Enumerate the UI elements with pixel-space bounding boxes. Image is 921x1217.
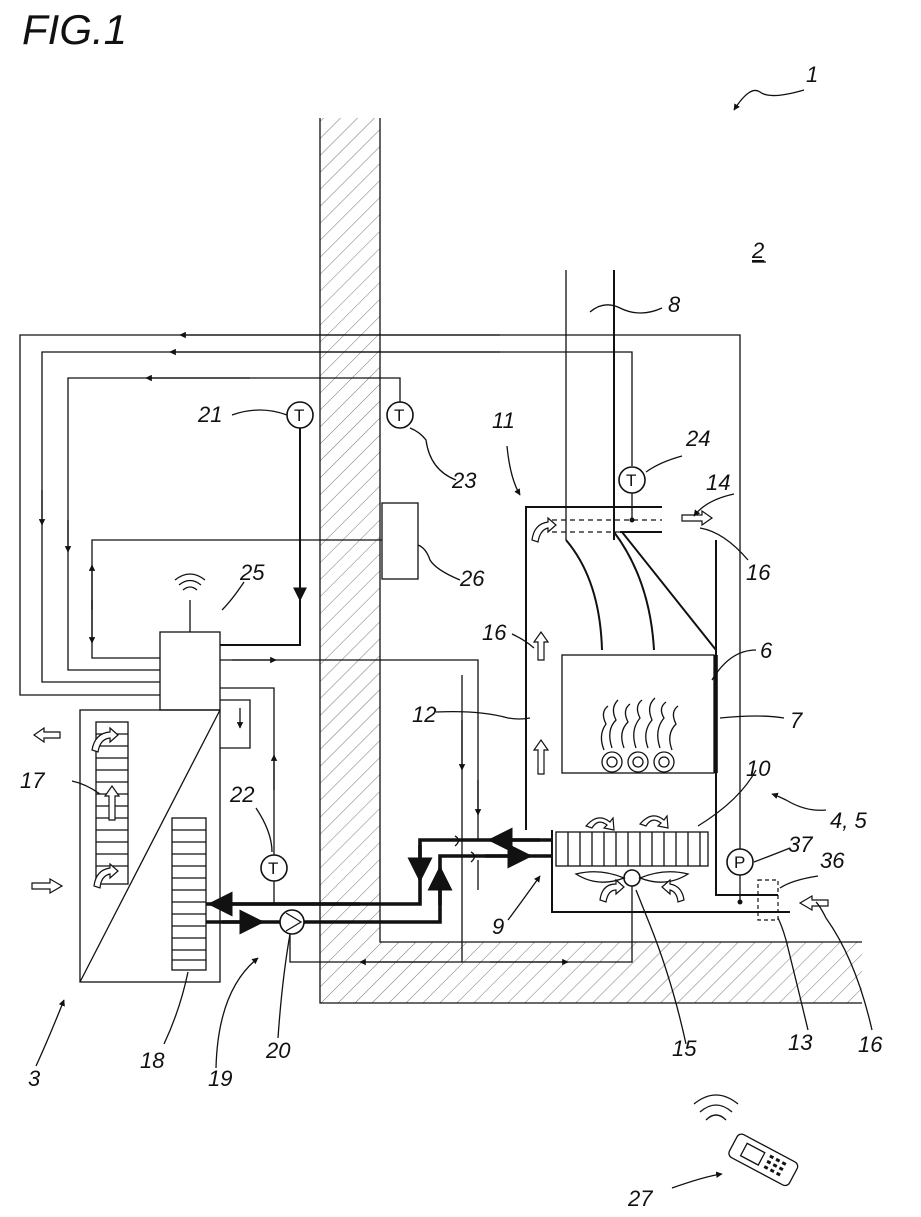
label-combustion-chamber: 6 bbox=[760, 638, 773, 663]
label-airflow-c: 16 bbox=[858, 1032, 883, 1057]
label-airflow-a: 16 bbox=[746, 560, 771, 585]
airflow-arrow bbox=[534, 632, 548, 660]
label-flow-sensor: 36 bbox=[820, 848, 845, 873]
building-wall bbox=[320, 118, 862, 1003]
label-upper-space: 11 bbox=[492, 408, 515, 433]
label-refrigerant-coil: 18 bbox=[140, 1048, 165, 1073]
label-system: 1 bbox=[806, 62, 818, 87]
temperature-sensor-22: T bbox=[261, 855, 287, 904]
label-circuit: 19 bbox=[208, 1066, 232, 1091]
pump-icon bbox=[280, 910, 304, 934]
svg-text:T: T bbox=[294, 406, 304, 425]
label-lower-space: 9 bbox=[492, 914, 504, 939]
label-sensor-22: 22 bbox=[229, 782, 254, 807]
label-sensor-23: 23 bbox=[451, 468, 477, 493]
air-inlet bbox=[758, 880, 778, 920]
airflow-arrow bbox=[662, 880, 684, 902]
fireplace-device bbox=[526, 270, 828, 920]
airflow-arrow bbox=[800, 896, 828, 910]
fan-icon bbox=[576, 870, 688, 886]
label-airflow-b: 16 bbox=[482, 620, 507, 645]
label-channel: 12 bbox=[412, 702, 436, 727]
air-in-arrow bbox=[32, 879, 62, 893]
airflow-arrow bbox=[532, 518, 556, 542]
label-sensor-21: 21 bbox=[197, 402, 222, 427]
label-pressure-sensor: 37 bbox=[788, 832, 813, 857]
svg-text:P: P bbox=[734, 853, 745, 872]
label-device: 4, 5 bbox=[830, 808, 867, 833]
flame-icon bbox=[601, 698, 678, 772]
wifi-icon bbox=[175, 574, 205, 590]
label-air-outlet: 14 bbox=[706, 470, 730, 495]
svg-text:T: T bbox=[394, 406, 404, 425]
temperature-sensor-23: T bbox=[387, 402, 413, 428]
mobile-phone-icon bbox=[694, 1095, 799, 1187]
airflow-arrow bbox=[534, 740, 548, 774]
leader-lines bbox=[36, 90, 872, 1188]
label-room-unit: 26 bbox=[459, 566, 485, 591]
pressure-sensor-37: P bbox=[727, 849, 753, 905]
temperature-sensor-24: T bbox=[619, 467, 645, 523]
figure-title: FIG.1 bbox=[22, 6, 127, 53]
outdoor-unit bbox=[32, 710, 220, 982]
reference-numerals: 1 2 8 11 24 14 16 21 23 26 25 16 12 6 7 … bbox=[20, 62, 883, 1211]
heat-exchanger bbox=[556, 832, 708, 866]
label-outdoor-unit: 3 bbox=[28, 1066, 41, 1091]
label-heat-exchanger: 10 bbox=[746, 756, 771, 781]
label-glass-door: 7 bbox=[790, 708, 803, 733]
label-flue: 8 bbox=[668, 292, 681, 317]
airflow-arrow bbox=[640, 816, 668, 828]
svg-text:T: T bbox=[626, 471, 636, 490]
airflow-arrow bbox=[600, 880, 624, 902]
airflow-arrow bbox=[586, 818, 614, 830]
room-unit bbox=[382, 503, 418, 579]
air-up-arrow bbox=[105, 786, 119, 820]
controller bbox=[160, 574, 250, 748]
label-outdoor-exchanger: 17 bbox=[20, 768, 45, 793]
temperature-sensor-21: T bbox=[287, 402, 313, 428]
label-air-inlet: 13 bbox=[788, 1030, 813, 1055]
refrigerant-coil bbox=[172, 818, 206, 970]
label-sensor-24: 24 bbox=[685, 426, 710, 451]
label-controller: 25 bbox=[239, 560, 265, 585]
air-out-arrow bbox=[34, 728, 60, 742]
label-room: 2 bbox=[751, 238, 764, 263]
label-pump: 20 bbox=[265, 1038, 291, 1063]
svg-text:T: T bbox=[268, 859, 278, 878]
label-fan: 15 bbox=[672, 1036, 697, 1061]
label-mobile-device: 27 bbox=[627, 1186, 653, 1211]
